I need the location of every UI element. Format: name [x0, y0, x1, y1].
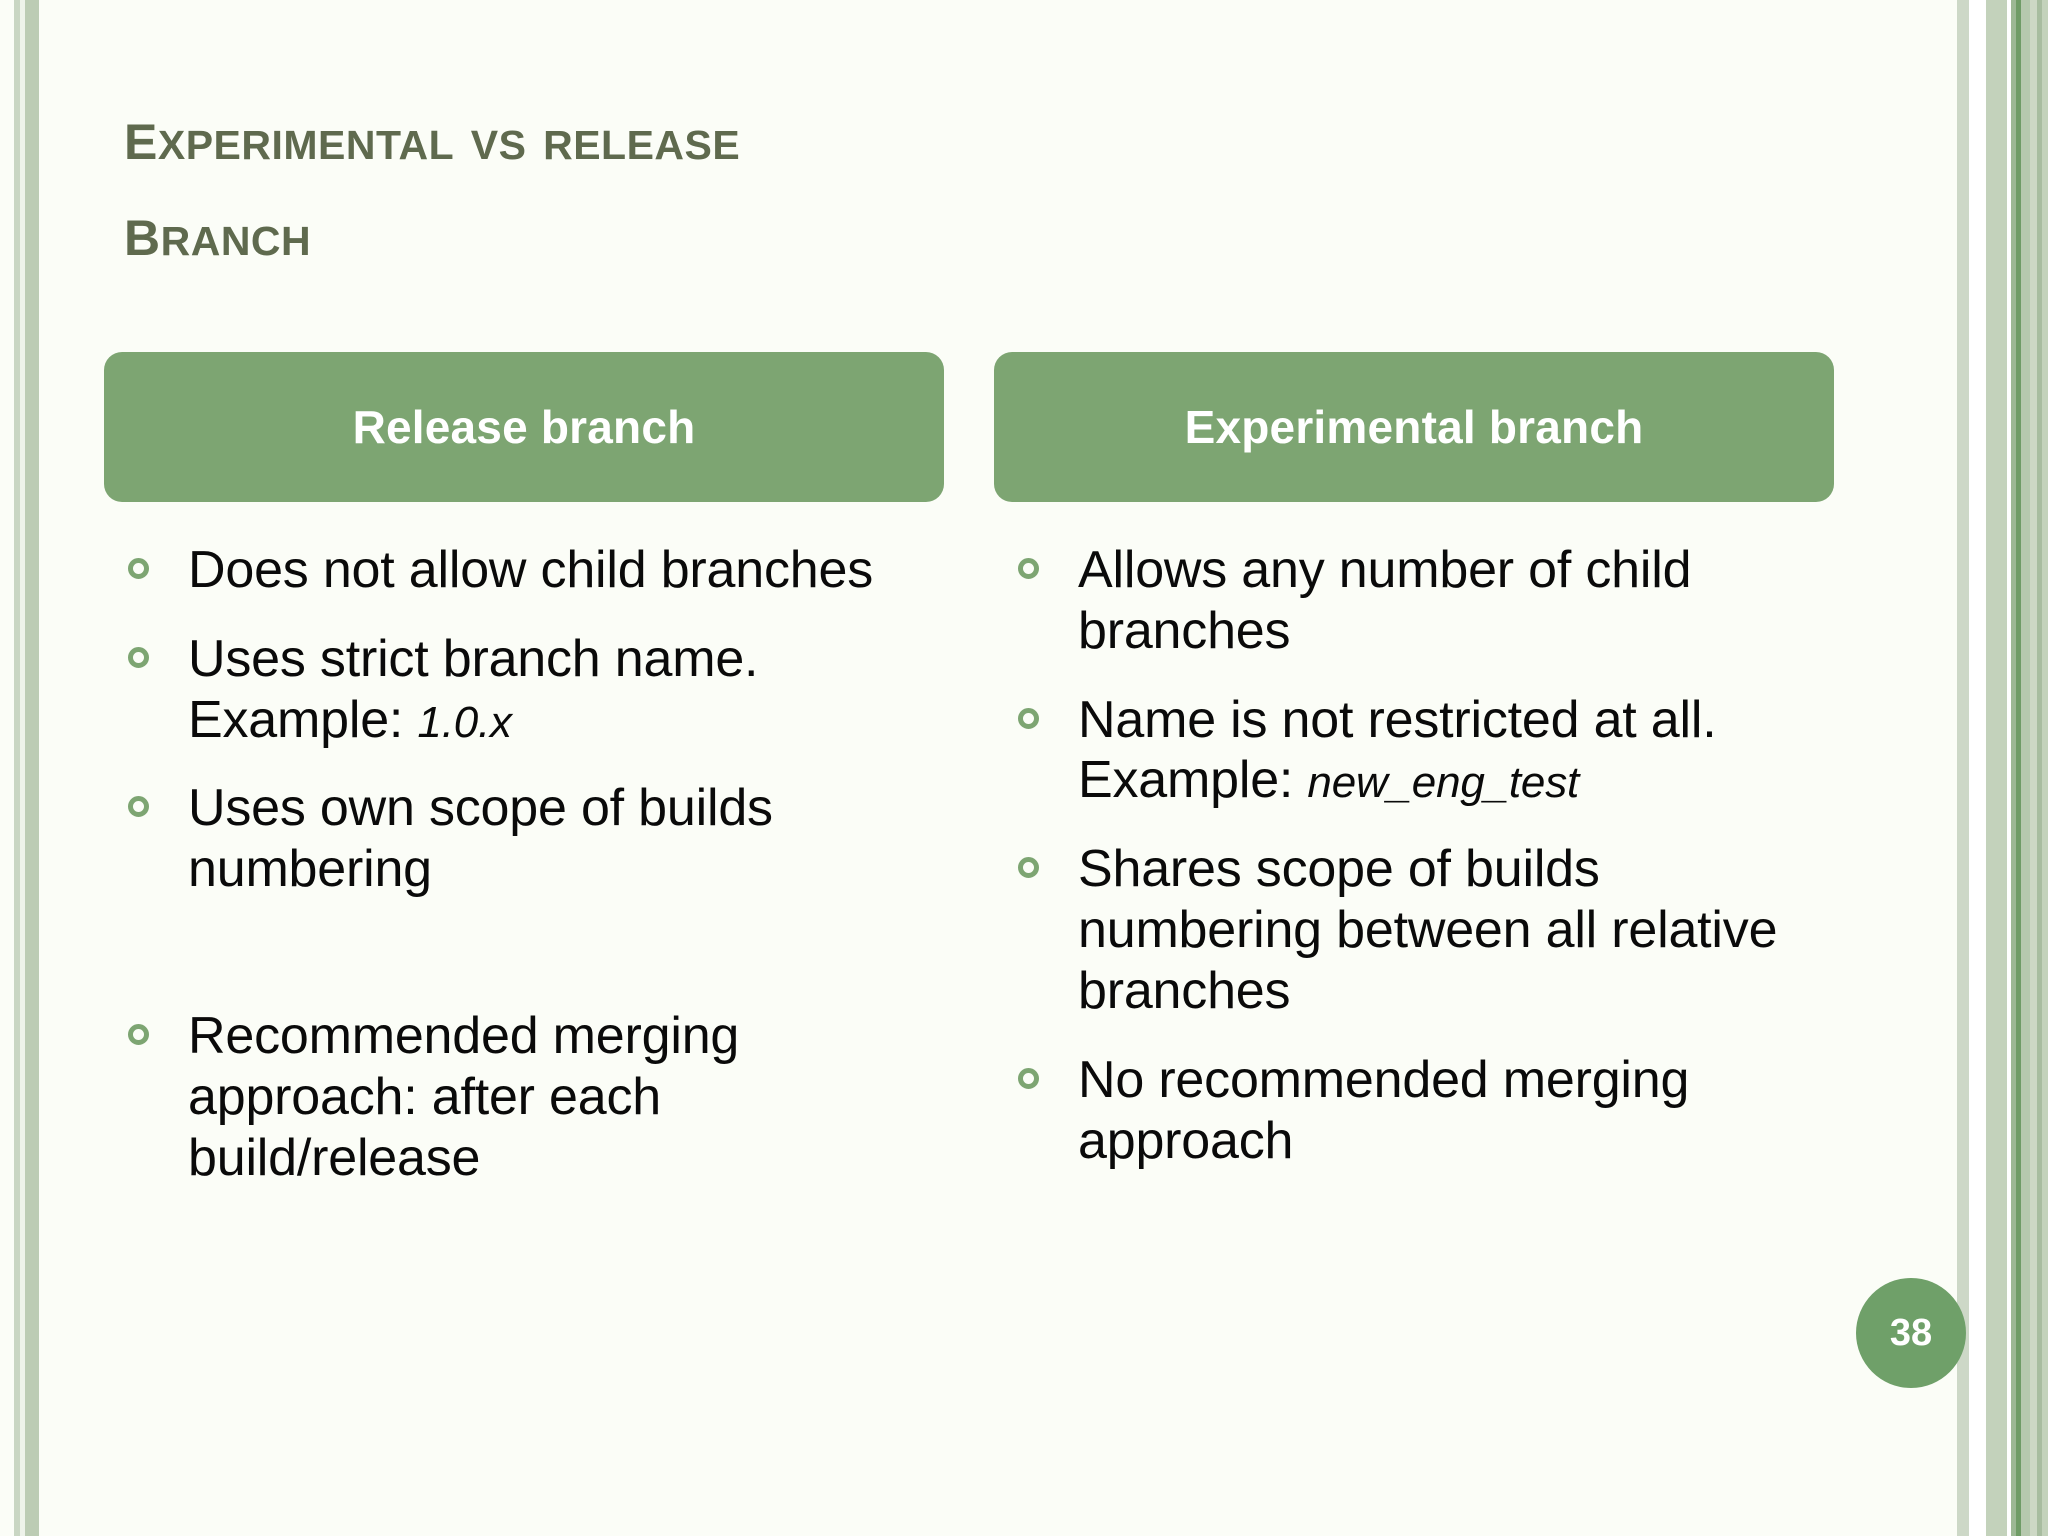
left-border-decoration [0, 0, 46, 1536]
border-stripe [2007, 0, 2011, 1536]
list-item: Allows any number of child branches [994, 540, 1834, 662]
title-initial-cap: B [124, 190, 161, 271]
page-title: EXPERIMENTAL VS RELEASE BRANCH [124, 88, 1624, 280]
border-stripe [1969, 0, 1986, 1536]
bullet-circle-icon [128, 1024, 149, 1046]
border-stripe [2016, 0, 2021, 1536]
column-experimental-branch: Experimental branch Allows any number of… [994, 352, 1834, 1217]
list-item-text: Name is not restricted at all. Example: [1078, 690, 1717, 810]
title-small-caps: RANCH [160, 202, 312, 268]
page-title-line-2: BRANCH [124, 184, 1624, 280]
list-item-text: Uses strict branch name. Example: [188, 629, 759, 749]
bullet-list-release: Does not allow child branches Uses stric… [104, 540, 944, 1189]
page-title-line-1: EXPERIMENTAL VS RELEASE [124, 88, 1624, 184]
border-stripe [2011, 0, 2016, 1536]
border-stripe [2037, 0, 2042, 1536]
list-item-emphasis: new_eng_test [1307, 758, 1580, 808]
bullet-circle-icon [1018, 558, 1039, 579]
list-item-emphasis: 1.0.x [417, 697, 512, 747]
list-item-text: Recommended merging approach: after each… [188, 1007, 740, 1187]
bullet-circle-icon [128, 558, 149, 579]
border-stripe [25, 0, 39, 1536]
title-line-2-text: BRANCH [124, 191, 311, 271]
title-line-1-text: EXPERIMENTAL VS RELEASE [124, 95, 740, 175]
list-item: Recommended merging approach: after each… [104, 1006, 944, 1188]
border-stripe [1952, 0, 1957, 1536]
column-header-experimental-label: Experimental branch [1184, 401, 1644, 453]
list-item: Uses own scope of builds numbering [104, 778, 944, 900]
list-item-text: Allows any number of child branches [1078, 541, 1692, 660]
title-initial-cap: E [124, 95, 158, 175]
list-item: No recommended merging approach [994, 1050, 1834, 1172]
bullet-circle-icon [1018, 707, 1039, 729]
list-item-text: Does not allow child branches [188, 541, 874, 599]
border-stripe [1957, 0, 1969, 1536]
list-item: Uses strict branch name. Example: 1.0.x [104, 629, 944, 751]
bullet-circle-icon [1018, 1067, 1039, 1089]
border-stripe [0, 0, 14, 1536]
border-stripe [1986, 0, 2007, 1536]
bullet-circle-icon [1018, 857, 1039, 879]
comparison-columns: Release branch Does not allow child bran… [104, 352, 1834, 1217]
bullet-circle-icon [128, 796, 149, 818]
column-header-release: Release branch [104, 352, 944, 502]
page-number-text: 38 [1889, 1311, 1933, 1354]
border-stripe [2042, 0, 2048, 1536]
column-header-release-label: Release branch [352, 401, 696, 453]
list-item-text: Shares scope of builds numbering between… [1078, 840, 1778, 1020]
list-item: Shares scope of builds numbering between… [994, 839, 1834, 1021]
title-small-caps: XPERIMENTAL VS RELEASE [157, 107, 741, 172]
bullet-circle-icon [128, 646, 149, 668]
page-number-badge: 38 [1856, 1278, 1966, 1388]
list-item-text: Uses own scope of builds numbering [188, 779, 773, 899]
list-item: Does not allow child branches [104, 540, 944, 601]
border-stripe [14, 0, 20, 1536]
column-header-experimental: Experimental branch [994, 352, 1834, 502]
border-stripe [20, 0, 25, 1536]
border-stripe [39, 0, 46, 1536]
list-item-text: No recommended merging approach [1078, 1050, 1690, 1170]
list-spacer [104, 928, 944, 1006]
list-item: Name is not restricted at all. Example: … [994, 690, 1834, 812]
right-border-decoration [1952, 0, 2048, 1536]
bullet-list-experimental: Allows any number of child branches Name… [994, 540, 1834, 1171]
column-release-branch: Release branch Does not allow child bran… [104, 352, 944, 1217]
border-stripe [2021, 0, 2030, 1536]
border-stripe [2030, 0, 2037, 1536]
